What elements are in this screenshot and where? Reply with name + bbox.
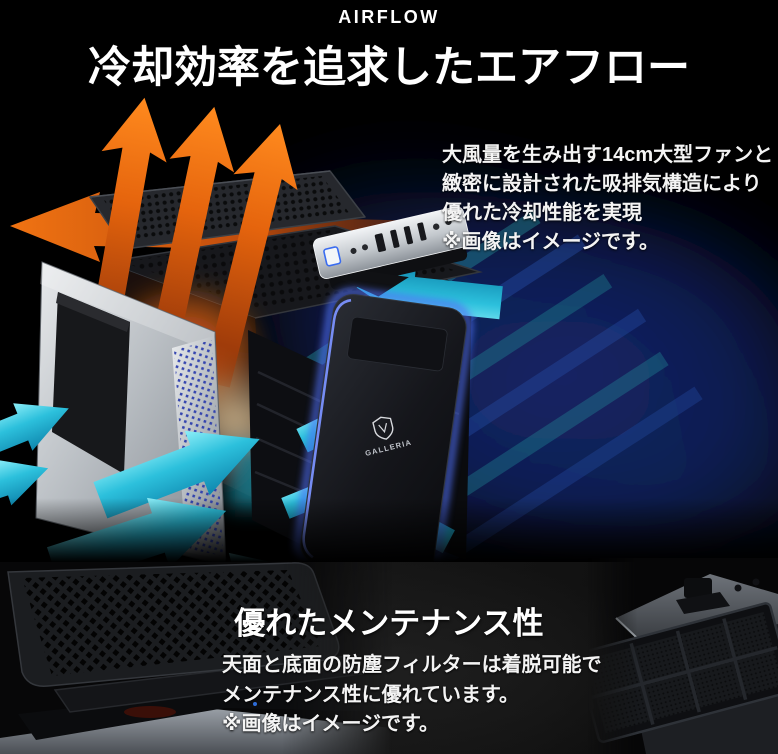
usb-ports: [374, 222, 427, 253]
airflow-description-line: 緻密に設計された吸排気構造により: [442, 173, 762, 195]
image-disclaimer-note: ※画像はイメージです。: [222, 713, 440, 735]
maintenance-description: 天面と底面の防塵フィルターは着脱可能で メンテナンス性に優れています。 ※画像は…: [222, 651, 602, 740]
bottom-filter-photo: [588, 558, 778, 754]
maintenance-description-line: 天面と底面の防塵フィルターは着脱可能で: [222, 654, 602, 676]
image-disclaimer-note: ※画像はイメージです。: [442, 231, 660, 253]
side-panel-window: [52, 292, 130, 474]
top-filter-photo: [0, 562, 392, 754]
airflow-section: GALLERIA AIRFLOW 冷却効率を追求したエアフロー 大風量を生み出す…: [0, 7, 778, 562]
maintenance-section: 優れたメンテナンス性 天面と底面の防塵フィルターは着脱可能で メンテナンス性に優…: [0, 558, 778, 754]
airflow-description-line: 大風量を生み出す14cm大型ファンと: [442, 144, 774, 166]
airflow-description: 大風量を生み出す14cm大型ファンと 緻密に設計された吸排気構造により 優れた冷…: [442, 141, 773, 257]
airflow-description-line: 優れた冷却性能を実現: [442, 202, 642, 224]
airflow-illustration: GALLERIA: [0, 92, 778, 562]
maintenance-description-line: メンテナンス性に優れています。: [222, 683, 519, 706]
front-panel-led-edge: [294, 288, 473, 562]
io-console: [312, 206, 471, 297]
galleria-shield-icon: [372, 416, 394, 440]
maintenance-title: 優れたメンテナンス性: [234, 606, 544, 641]
power-button: [323, 246, 342, 267]
section-title: 冷却効率を追求したエアフロー: [88, 44, 690, 92]
section-eyebrow: AIRFLOW: [338, 7, 440, 27]
